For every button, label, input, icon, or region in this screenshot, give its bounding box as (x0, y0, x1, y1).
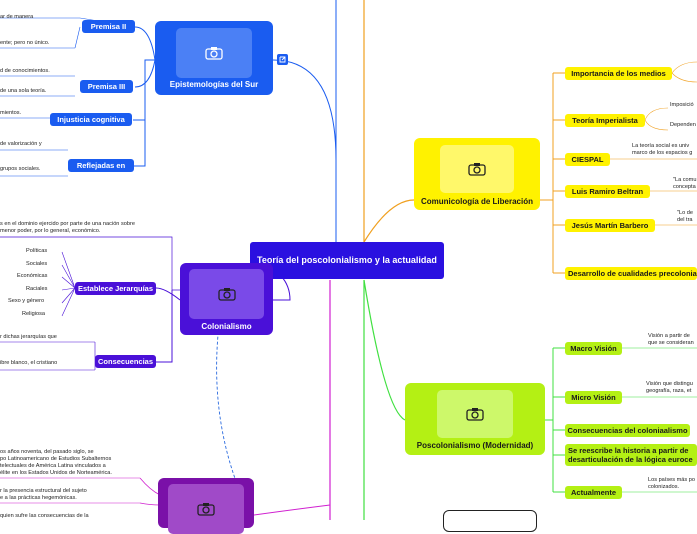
jerarquia-religiosa: Religiosa (22, 311, 46, 317)
actual-note-1: colonizados. (648, 484, 680, 490)
reescribe-line-1: Se reescribe la historia a partir de (568, 446, 689, 455)
premisa-ii-node[interactable]: Premisa II (82, 20, 135, 33)
macro-note-0: Visión a partir de (648, 333, 690, 339)
luis-ramiro-beltran-node[interactable]: Luis Ramiro Beltran (565, 185, 650, 198)
importancia-medios-node[interactable]: Importancia de los medios (565, 67, 672, 80)
teoria-imperialista-node[interactable]: Teoría Imperialista (565, 114, 645, 127)
colonialismo-intro-0: s en el dominio ejercido por parte de un… (0, 221, 135, 227)
subalternos-note-4: r la presencia estructural del sujeto (0, 488, 87, 494)
micro-vision-node[interactable]: Micro Visión (565, 391, 622, 404)
macro-note-1: que se consideran (648, 340, 694, 346)
subalternos-node[interactable] (158, 478, 254, 534)
note-epist-6: grupos sociales. (0, 166, 41, 172)
actualmente-node[interactable]: Actualmente (565, 486, 622, 499)
colonialismo-intro-1: menor poder, por lo general, económico. (0, 228, 101, 234)
actual-note-0: Los países más po (648, 477, 695, 483)
epistemologias-title: Epistemologías del Sur (169, 80, 259, 89)
consecuencias-note-0: r dichas jerarquías que (0, 334, 57, 340)
injusticia-cognitiva-node[interactable]: Injusticia cognitiva (50, 113, 132, 126)
jerarquia-sexo-genero: Sexo y género (8, 298, 45, 304)
desarrollo-cualidades-node[interactable]: Desarrollo de cualidades precolonia (565, 267, 697, 280)
macro-vision-node[interactable]: Macro Visión (565, 342, 622, 355)
comunicologia-node[interactable]: Comunicología de Liberación (414, 138, 540, 210)
subalternos-note-0: os años noventa, del pasado siglo, se (0, 449, 94, 455)
ciespal-note-0: La teoría social es univ (632, 143, 690, 149)
subalternos-note-2: telectuales de América Latina vinculados… (0, 463, 106, 469)
consecuencias-node[interactable]: Consecuencias (95, 355, 156, 368)
colonialismo-node[interactable]: Colonialismo (180, 263, 273, 335)
jerarquia-raciales: Raciales (26, 286, 48, 292)
note-epist-0: ar de manera (0, 14, 34, 20)
camera-icon (437, 390, 513, 438)
note-epist-5: de valorización y (0, 141, 42, 147)
note-epist-1: ente; pero no único. (0, 40, 50, 46)
note-epist-2: d de conocimientos. (0, 68, 50, 74)
jesus-martin-barbero-node[interactable]: Jesús Martín Barbero (565, 219, 655, 232)
establece-jerarquias-node[interactable]: Establece Jerarquías (75, 282, 156, 295)
camera-icon (189, 269, 264, 319)
beltran-note-1: concepta (673, 184, 696, 190)
poscolonialismo-node[interactable]: Poscolonialismo (Modernidad) (405, 383, 545, 455)
note-epist-4: mientos. (0, 110, 22, 116)
ciespal-note-1: marco de los espacios g (632, 150, 693, 156)
epistemologias-del-sur-node[interactable]: Epistemologías del Sur (155, 21, 273, 95)
comunicologia-title: Comunicología de Liberación (420, 197, 533, 206)
partial-node[interactable] (443, 510, 537, 532)
barbero-note-1: del tra (677, 217, 693, 223)
reescribe-historia-node[interactable]: Se reescribe la historia a partir de des… (565, 444, 697, 466)
premisa-iii-node[interactable]: Premisa III (80, 80, 133, 93)
camera-icon (440, 145, 514, 193)
central-topic[interactable]: Teoría del poscolonialismo y la actualid… (250, 242, 444, 279)
connector-lines (0, 0, 697, 520)
barbero-note-0: "Lo de (677, 210, 693, 216)
reflejadas-en-node[interactable]: Reflejadas en (68, 159, 134, 172)
subalternos-note-1: po Latinoamericano de Estudios Subaltern… (0, 456, 112, 462)
imperialista-leaf-0: Imposició (670, 102, 694, 108)
consecuencias-colonialismo-node[interactable]: Consecuencias del coloniaalismo (565, 424, 690, 437)
reescribe-line-2: desarticulación de la lógica euroce (568, 455, 693, 464)
micro-note-1: geografía, raza, et (646, 388, 692, 394)
poscolonialismo-title: Poscolonialismo (Modernidad) (416, 441, 534, 450)
subalternos-note-3: élite en los Estados Unidos de Norteamér… (0, 470, 112, 476)
imperialista-leaf-1: Dependen (670, 122, 696, 128)
subalternos-note-5: e a las prácticas hegemónicas. (0, 495, 77, 501)
colonialismo-title: Colonialismo (201, 322, 252, 331)
link-icon[interactable] (277, 54, 288, 65)
subalternos-note-6: quien sufre las consecuencias de la (0, 513, 89, 519)
camera-icon (168, 484, 244, 534)
ciespal-node[interactable]: CIESPAL (565, 153, 610, 166)
note-epist-3: de una sola teoría. (0, 88, 47, 94)
jerarquia-economicas: Económicas (17, 273, 48, 279)
micro-note-0: Visión que distingu (646, 381, 693, 387)
jerarquia-politicas: Políticas (26, 248, 48, 254)
jerarquia-sociales: Sociales (26, 261, 48, 267)
consecuencias-note-1: ibre blanco, el cristiano (0, 360, 58, 366)
camera-icon (176, 28, 252, 78)
beltran-note-0: "La comu (673, 177, 697, 183)
